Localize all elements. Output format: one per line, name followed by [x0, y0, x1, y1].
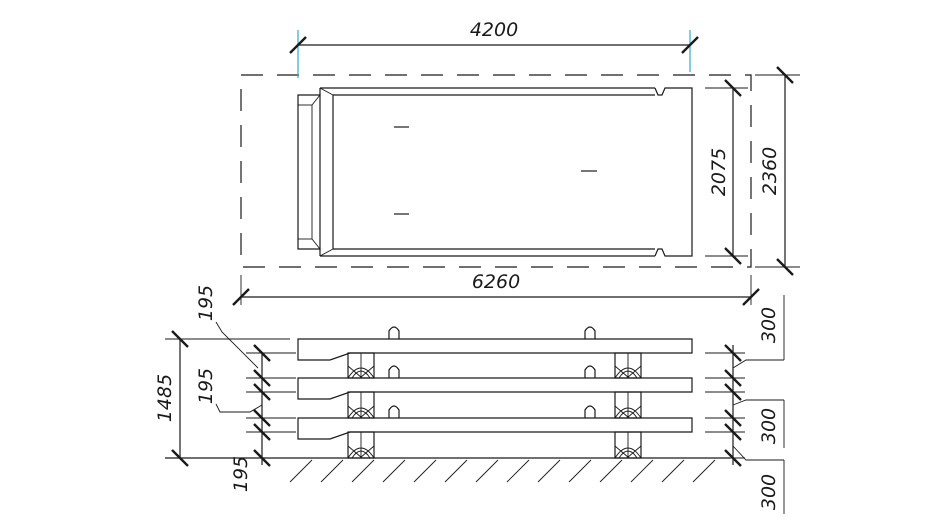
- dimension-total-height: 1485: [154, 330, 290, 467]
- slab-top: [297, 326, 693, 361]
- dimension-length-label: 4200: [470, 19, 518, 41]
- spacer-block: [347, 391, 375, 419]
- spacer-block: [614, 352, 642, 379]
- dimension-total-length: 6260: [232, 271, 760, 306]
- dimension-outer-width-label: 2360: [759, 147, 781, 195]
- plan-dashed-outline: [240, 74, 752, 268]
- dimension-slab-bottom-label: 300: [758, 474, 780, 510]
- plan-view: 4200 2075 2360 6260: [232, 19, 800, 306]
- dimension-outer-width: 2360: [755, 66, 800, 276]
- dimension-inner-width-label: 2075: [708, 148, 730, 196]
- dimension-spacer-bottom-label: 195: [230, 456, 252, 492]
- spacer-block: [614, 391, 642, 419]
- dimension-length: 4200: [289, 19, 699, 78]
- dimension-slab-chain: [705, 295, 785, 514]
- dimension-inner-width: 2075: [705, 79, 748, 265]
- dimension-total-length-label: 6260: [472, 271, 520, 293]
- dimension-slab-top-label: 300: [758, 307, 780, 343]
- plan-slab-outline: [297, 87, 693, 257]
- dimension-slab-middle-label: 300: [758, 408, 780, 444]
- dimension-total-height-label: 1485: [154, 374, 176, 422]
- slab-middle: [297, 365, 693, 400]
- dimension-spacer-middle-label: 195: [195, 368, 217, 404]
- slab-bottom: [297, 405, 693, 440]
- dimension-spacer-chain: [215, 321, 296, 467]
- elevation-view: 1485 195 195 195: [154, 285, 785, 514]
- spacer-block: [347, 431, 375, 459]
- dimension-spacer-top-label: 195: [195, 285, 217, 321]
- spacer-block: [347, 352, 375, 379]
- spacer-block: [614, 431, 642, 459]
